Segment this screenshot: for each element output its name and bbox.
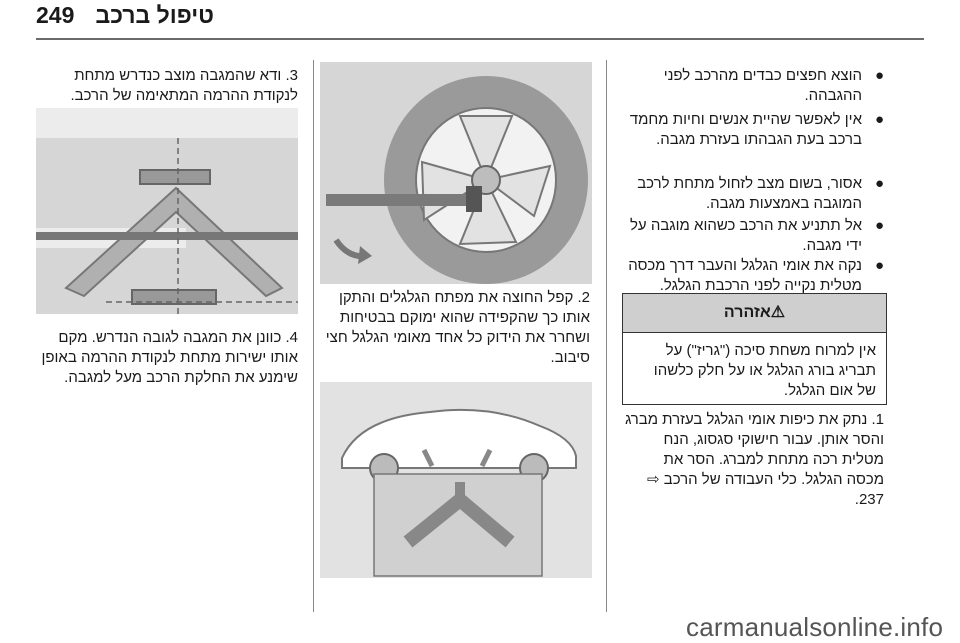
- step-3: 3. ודא שהמגבה מוצב כנדרש מתחת לנקודת ההר…: [70, 67, 298, 104]
- scissor-jack-icon: [64, 186, 284, 298]
- list-item: ● אין לאפשר שהיית אנשים וחיות מחמד ברכב …: [629, 111, 884, 148]
- bullet-icon: ●: [874, 111, 884, 128]
- bullet-icon: ●: [874, 257, 884, 274]
- warning-box: ⚠אזהרה אין למרוח משחת סיכה ("גריז") על ת…: [622, 293, 887, 405]
- warning-text: אין למרוח משחת סיכה ("גריז") על תבריג בו…: [653, 342, 876, 399]
- warning-header: ⚠אזהרה: [623, 294, 886, 333]
- wrench-icon: [326, 194, 474, 206]
- watermark: carmanualsonline.info: [686, 612, 944, 642]
- car-icon: [341, 408, 577, 469]
- list-item: ● נקה את אומי הגלגל והעבר דרך מכסה מטלית…: [628, 257, 884, 294]
- warning-triangle-icon: ⚠: [770, 304, 786, 321]
- page-number: 249: [36, 2, 75, 28]
- list-item: ● אל תתניע את הרכב כשהוא מוגבה על ידי מג…: [629, 217, 884, 254]
- bullet-icon: ●: [874, 175, 884, 192]
- list-item: ● אסור, בשום מצב לזחול מתחת לרכב המוגבה …: [637, 175, 884, 212]
- step-1: 1. נתק את כיפות אומי הגלגל בעזרת מברג וה…: [625, 411, 884, 508]
- jack-position-illustration: [36, 108, 298, 314]
- bullet-icon: ●: [874, 67, 884, 84]
- bullet-icon: ●: [874, 217, 884, 234]
- step-4: 4. כוונן את המגבה לגובה הנדרש. מקם אותו …: [41, 329, 298, 386]
- car-jack-points-illustration: [320, 382, 592, 578]
- column-divider-left: [313, 60, 314, 612]
- list-item: ● הוצא חפצים כבדים מהרכב לפני ההגבהה.: [663, 67, 884, 104]
- column-divider-right: [606, 60, 607, 612]
- page-title: טיפול ברכב: [95, 2, 214, 28]
- jack-screw-icon: [36, 232, 298, 240]
- wheel-wrench-illustration: [320, 62, 592, 284]
- header-rule: [36, 38, 924, 40]
- bullet-list: ● הוצא חפצים כבדים מהרכב לפני ההגבהה. ● …: [622, 66, 884, 294]
- step-2: 2. קפל החוצה את מפתח הגלגלים והתקן אותו …: [325, 289, 590, 366]
